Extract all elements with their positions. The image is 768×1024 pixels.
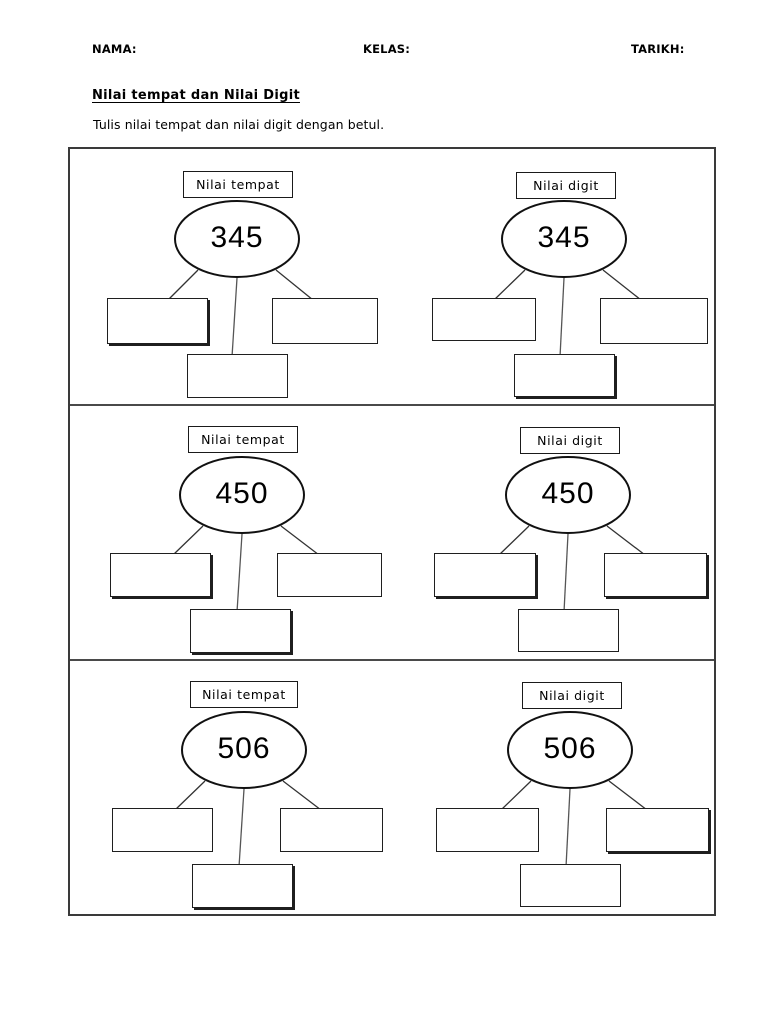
nama-label: NAMA: xyxy=(92,42,137,56)
instruction-text: Tulis nilai tempat dan nilai digit denga… xyxy=(93,117,385,132)
worksheet-frame: Nilai tempat 345 Nilai digit 345 Nila xyxy=(68,147,716,916)
node-label-text: Nilai tempat xyxy=(201,432,285,447)
answer-box-right[interactable] xyxy=(604,553,707,597)
answer-box-right[interactable] xyxy=(606,808,709,852)
diagram-lines xyxy=(167,200,314,358)
node-label-box: Nilai digit xyxy=(516,172,616,199)
answer-box-right[interactable] xyxy=(277,553,382,597)
answer-box-left[interactable] xyxy=(434,553,536,597)
node-label-box: Nilai tempat xyxy=(183,171,293,198)
answer-box-right[interactable] xyxy=(272,298,378,344)
tarikh-label: TARIKH: xyxy=(631,42,685,56)
answer-box-right[interactable] xyxy=(600,298,708,344)
diagram-group-450-nilai-tempat: Nilai tempat 450 xyxy=(80,407,404,657)
answer-box-left[interactable] xyxy=(110,553,211,597)
answer-box-left[interactable] xyxy=(107,298,208,344)
node-label-box: Nilai tempat xyxy=(188,426,298,453)
diagram-group-345-nilai-digit: Nilai digit 345 xyxy=(384,152,708,402)
node-label-text: Nilai digit xyxy=(539,688,605,703)
node-label-text: Nilai digit xyxy=(533,178,599,193)
diagram-group-345-nilai-tempat: Nilai tempat 345 xyxy=(80,152,404,402)
node-label-box: Nilai tempat xyxy=(190,681,298,708)
diagram-group-450-nilai-digit: Nilai digit 450 xyxy=(384,407,708,657)
answer-box-bottom[interactable] xyxy=(514,354,615,397)
answer-box-bottom[interactable] xyxy=(190,609,291,653)
node-label-text: Nilai digit xyxy=(537,433,603,448)
answer-box-left[interactable] xyxy=(112,808,213,852)
node-label-box: Nilai digit xyxy=(520,427,620,454)
page-title: Nilai tempat dan Nilai Digit xyxy=(92,88,300,103)
diagram-lines xyxy=(172,456,320,613)
node-label-box: Nilai digit xyxy=(522,682,622,709)
node-label-text: Nilai tempat xyxy=(196,177,280,192)
node-label-text: Nilai tempat xyxy=(202,687,286,702)
answer-box-bottom[interactable] xyxy=(192,864,293,908)
answer-box-right[interactable] xyxy=(280,808,383,852)
diagram-lines xyxy=(174,711,322,868)
kelas-label: KELAS: xyxy=(363,42,411,56)
diagram-lines xyxy=(498,456,646,613)
diagram-lines xyxy=(500,711,648,868)
header-row: NAMA: KELAS: TARIKH: xyxy=(0,40,768,60)
answer-box-bottom[interactable] xyxy=(518,609,619,652)
section-divider xyxy=(70,404,714,406)
diagram-group-506-nilai-tempat: Nilai tempat 506 xyxy=(80,662,404,912)
answer-box-left[interactable] xyxy=(436,808,539,852)
diagram-group-506-nilai-digit: Nilai digit 506 xyxy=(384,662,709,912)
diagram-lines xyxy=(493,200,642,358)
answer-box-bottom[interactable] xyxy=(520,864,621,907)
answer-box-left[interactable] xyxy=(432,298,536,341)
section-divider xyxy=(70,659,714,661)
answer-box-bottom[interactable] xyxy=(187,354,288,398)
